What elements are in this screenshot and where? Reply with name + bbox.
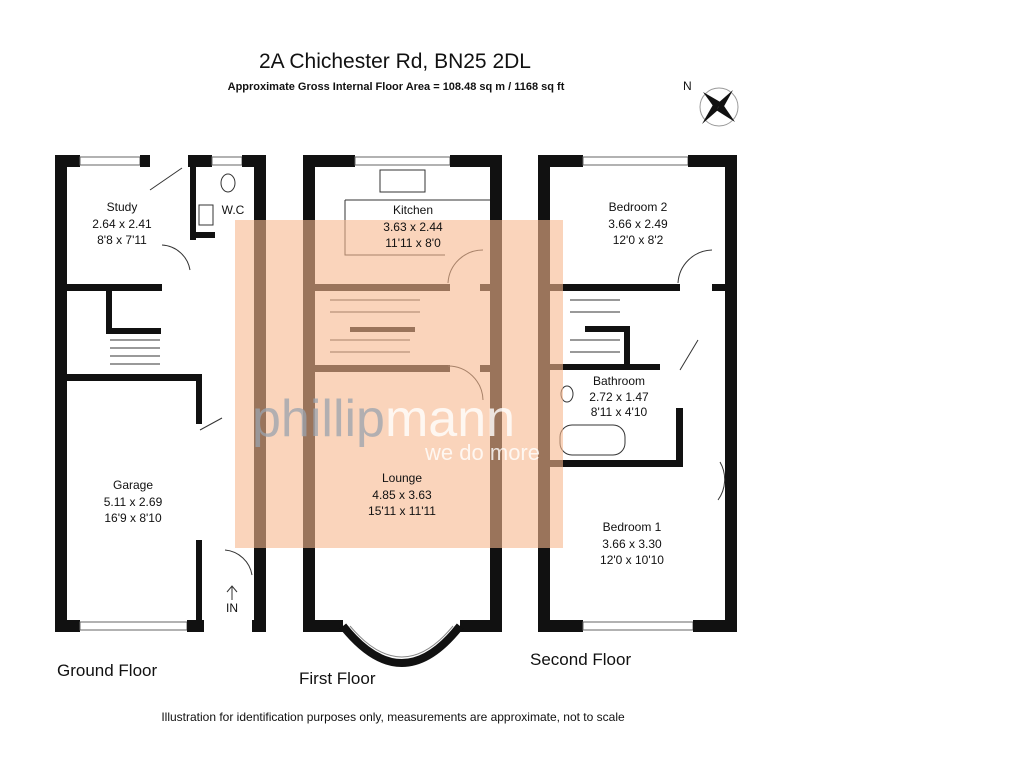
entrance-label: IN — [226, 601, 238, 615]
room-lounge-imperial: 15'11 x 11'11 — [368, 504, 436, 518]
room-lounge-name: Lounge — [382, 471, 422, 485]
entrance-arrow-icon — [226, 585, 238, 600]
room-kitchen-name: Kitchen — [393, 203, 433, 217]
first-floor-label: First Floor — [299, 669, 376, 688]
room-bedroom2-metric: 3.66 x 2.49 — [608, 217, 668, 231]
watermark-brand-b: mann — [385, 390, 515, 448]
room-kitchen-metric: 3.63 x 2.44 — [383, 220, 443, 234]
second-floor-plan: Bedroom 2 3.66 x 2.49 12'0 x 8'2 Bathroo… — [538, 155, 737, 632]
room-lounge-metric: 4.85 x 3.63 — [372, 488, 432, 502]
room-bedroom1-name: Bedroom 1 — [603, 520, 662, 534]
compass-icon: N — [683, 79, 739, 127]
room-garage-name: Garage — [113, 478, 153, 492]
floor-area-subtitle: Approximate Gross Internal Floor Area = … — [228, 81, 565, 93]
room-study-imperial: 8'8 x 7'11 — [97, 233, 147, 247]
room-bedroom2-name: Bedroom 2 — [609, 200, 668, 214]
room-bedroom1-metric: 3.66 x 3.30 — [602, 537, 662, 551]
watermark-brand-a: phillip — [252, 390, 385, 448]
watermark: phillipmann we do more — [235, 220, 563, 548]
plan-title: 2A Chichester Rd, BN25 2DL — [259, 50, 531, 73]
disclaimer: Illustration for identification purposes… — [161, 710, 625, 724]
room-bathroom-name: Bathroom — [593, 374, 645, 388]
room-kitchen-imperial: 11'11 x 8'0 — [385, 236, 441, 250]
watermark-tagline: we do more — [424, 440, 540, 465]
room-bedroom2-imperial: 12'0 x 8'2 — [613, 233, 664, 247]
room-garage-imperial: 16'9 x 8'10 — [104, 511, 162, 525]
room-bedroom1-imperial: 12'0 x 10'10 — [600, 553, 664, 567]
svg-text:phillipmann: phillipmann — [252, 390, 515, 448]
second-floor-label: Second Floor — [530, 650, 631, 669]
room-study-metric: 2.64 x 2.41 — [92, 217, 152, 231]
ground-floor-label: Ground Floor — [57, 661, 157, 680]
room-garage-metric: 5.11 x 2.69 — [104, 495, 163, 509]
room-wc-name: W.C — [222, 203, 245, 217]
room-bathroom-metric: 2.72 x 1.47 — [589, 390, 649, 404]
ground-floor-plan: Study 2.64 x 2.41 8'8 x 7'11 W.C Garage … — [55, 155, 266, 632]
north-label: N — [683, 79, 692, 93]
room-study-name: Study — [107, 200, 138, 214]
room-bathroom-imperial: 8'11 x 4'10 — [591, 405, 648, 419]
